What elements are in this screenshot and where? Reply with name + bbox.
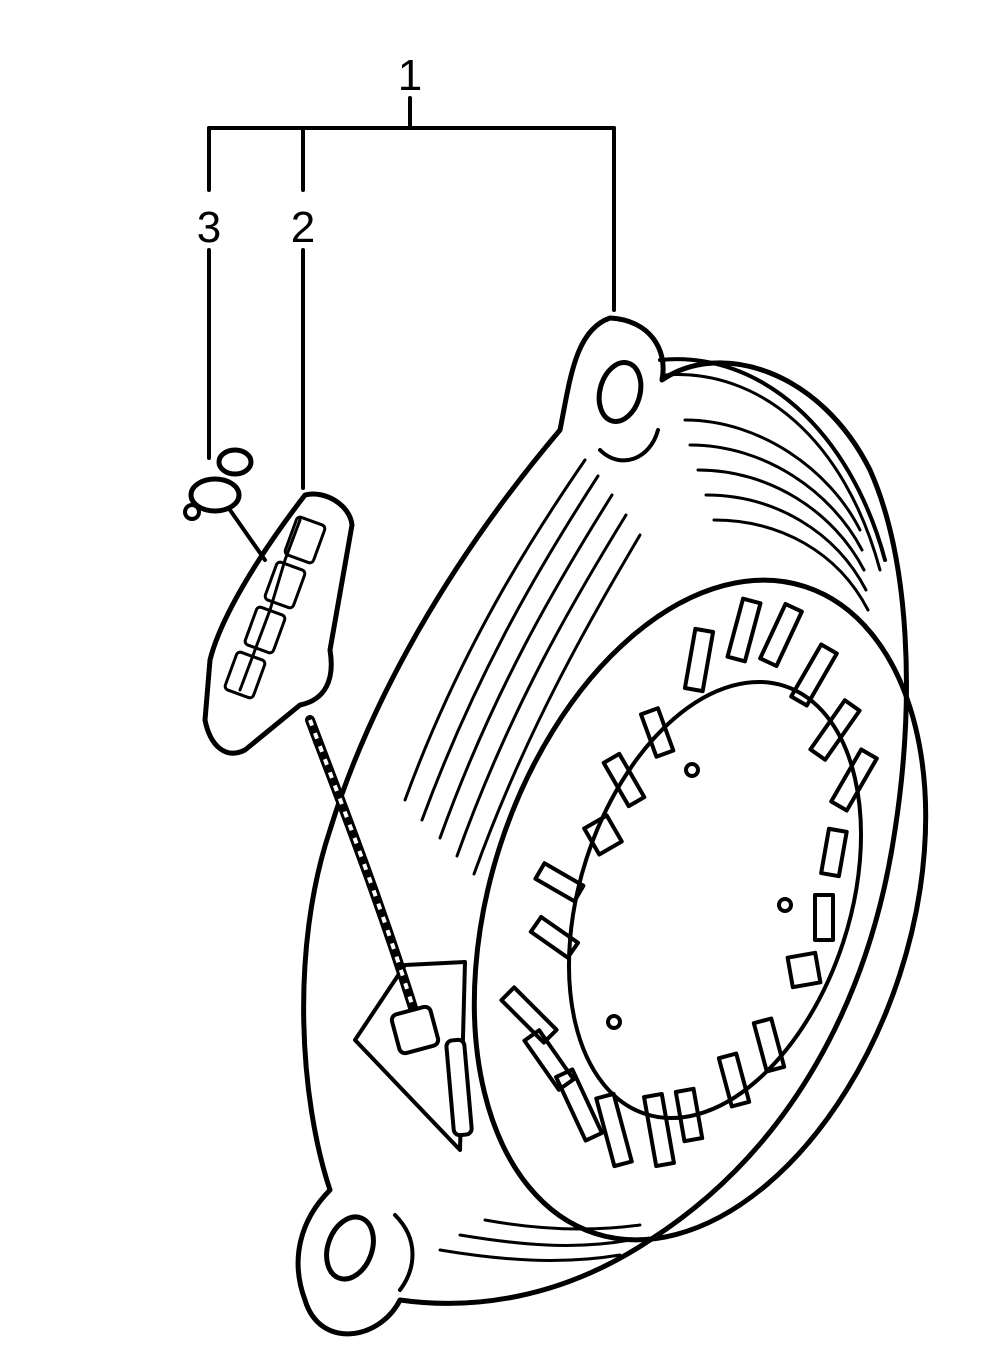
callout-3: 3 [197,203,221,252]
callout-2: 2 [291,203,315,252]
starter-grip [202,491,355,756]
callout-leaders [207,96,616,490]
rope-knot [183,447,267,562]
starter-housing [295,315,929,1337]
callout-1: 1 [398,51,422,100]
starter-rope [305,715,441,1056]
cover-vent-slots [499,596,879,1169]
